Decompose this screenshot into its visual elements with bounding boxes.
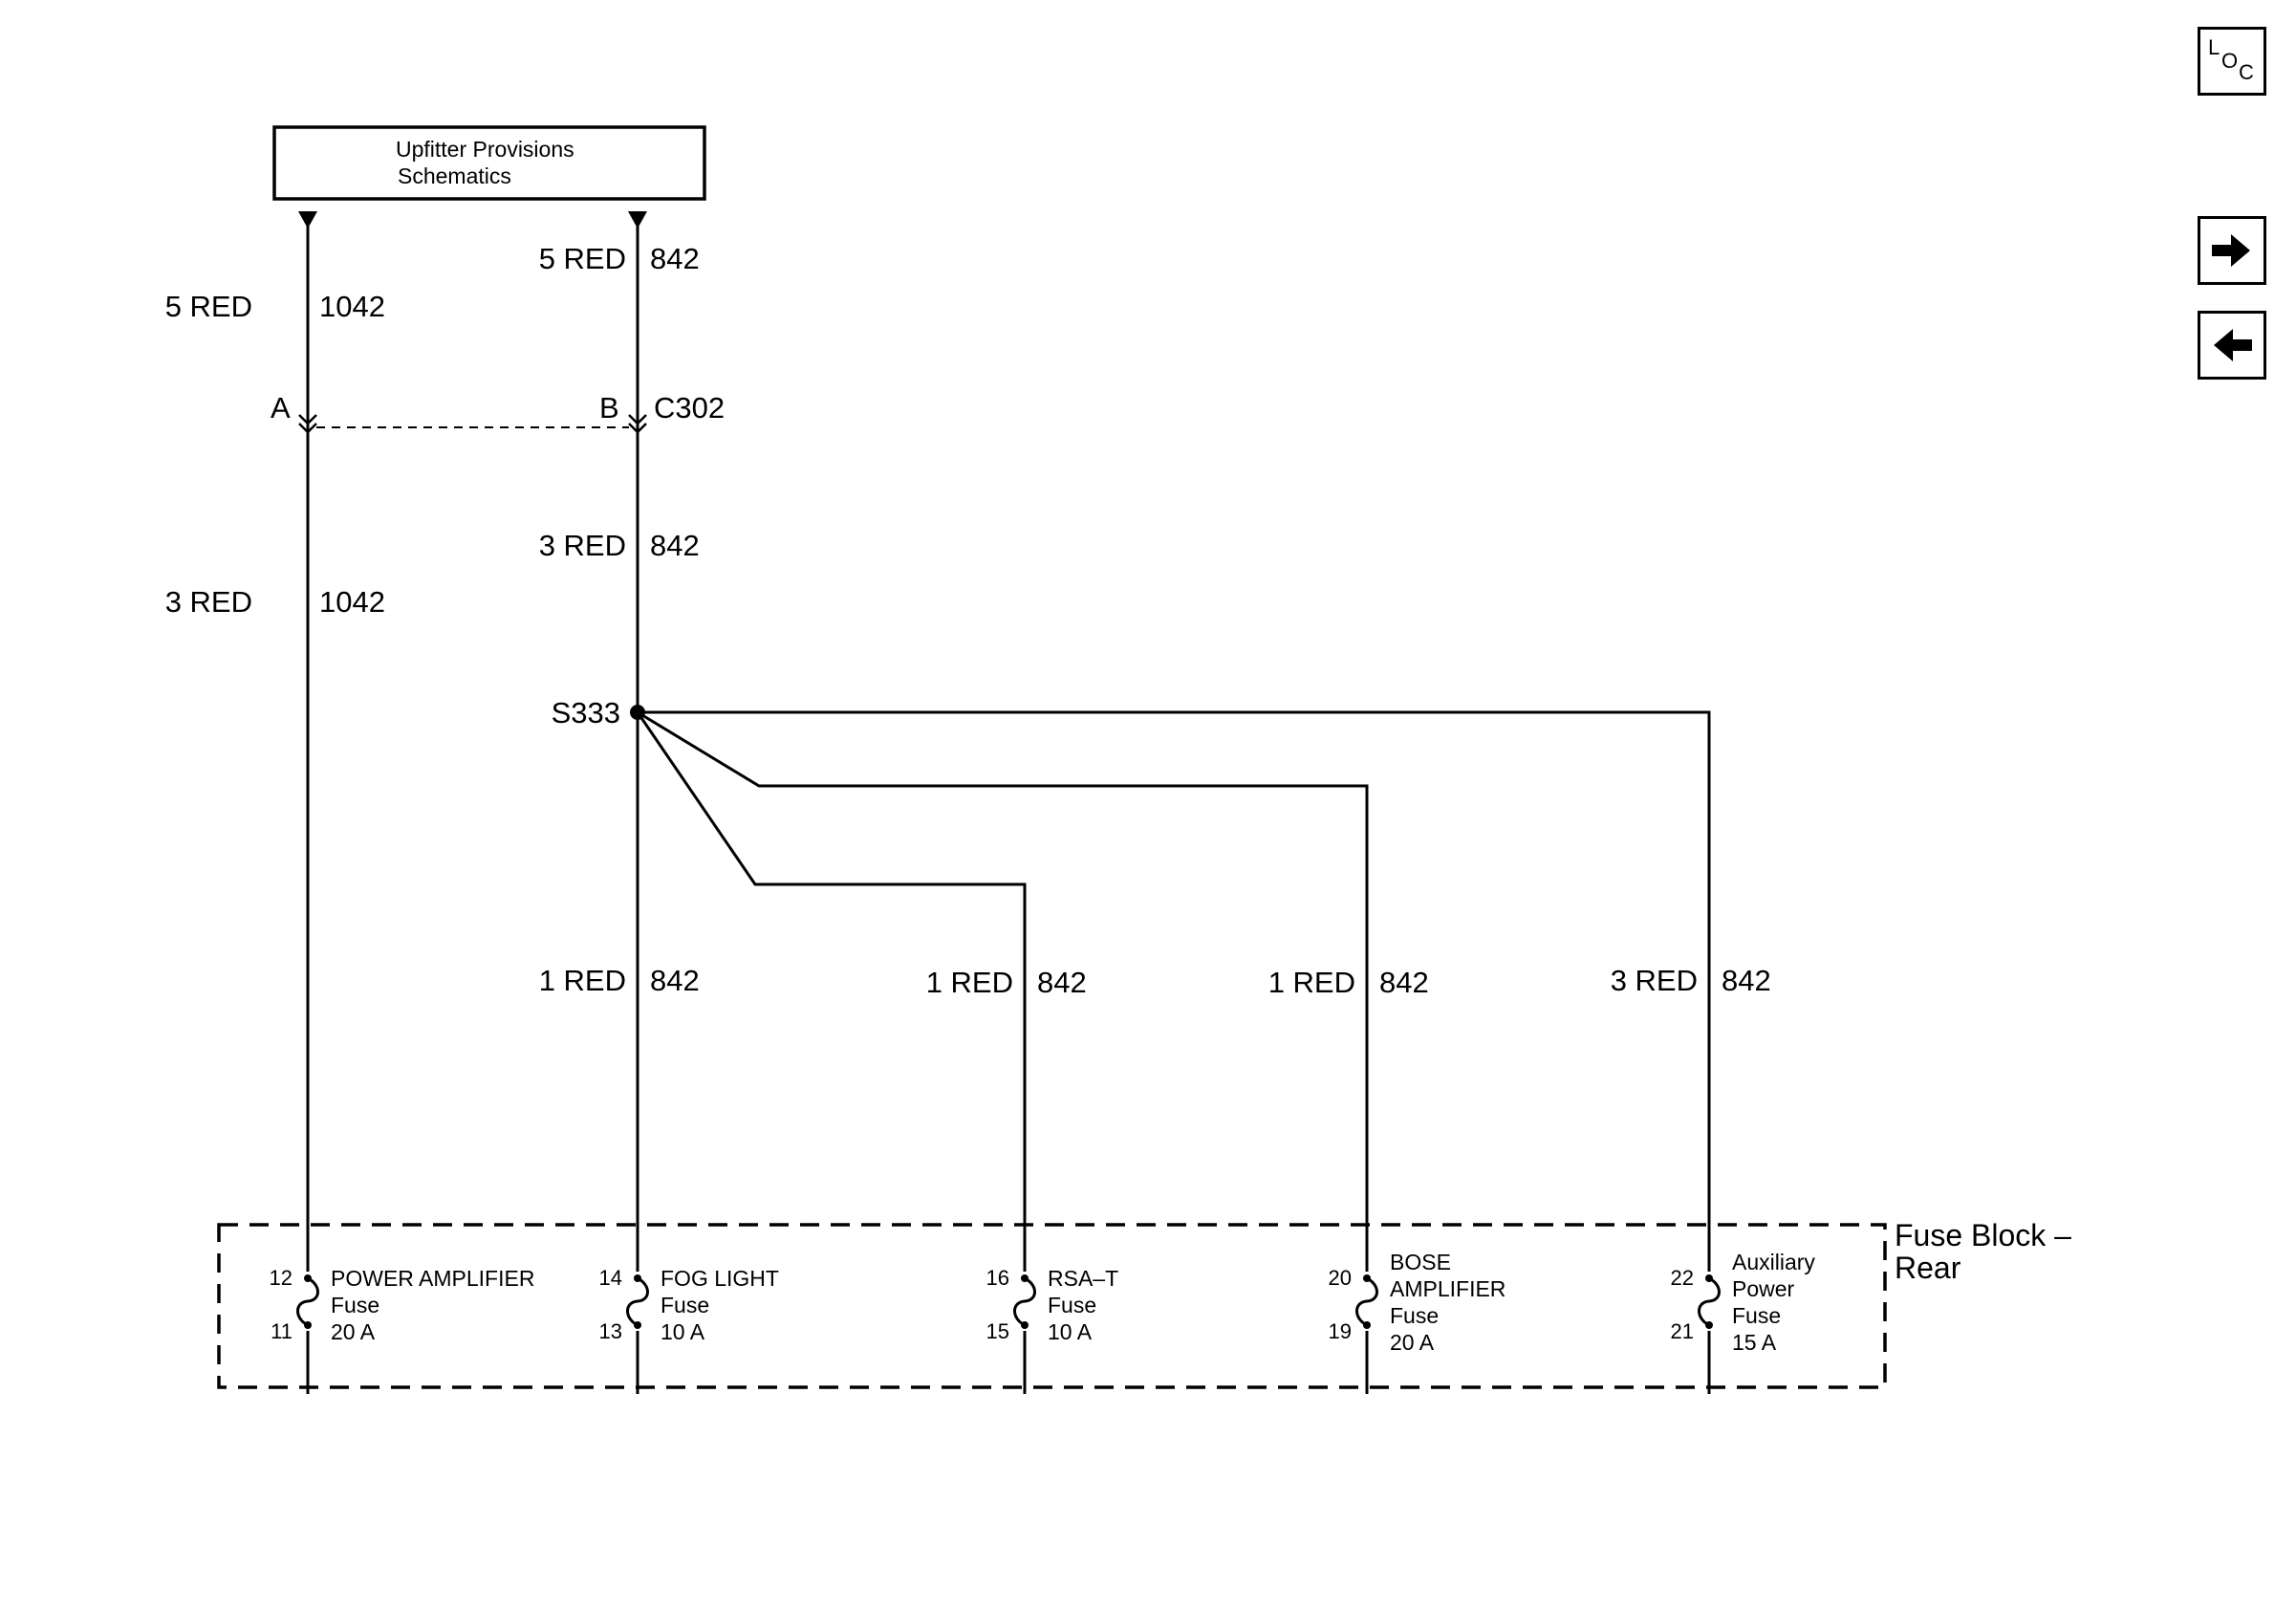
loc-icon: L O C xyxy=(2208,35,2254,84)
fuse-power-amplifier xyxy=(296,1272,319,1331)
prev-button[interactable] xyxy=(2198,311,2266,380)
fuse4-line3: Fuse xyxy=(1390,1303,1439,1328)
fuse5-pin-in: 22 xyxy=(1671,1266,1694,1290)
fuse5-line1: Auxiliary xyxy=(1732,1250,1815,1274)
fuse4-pin-in: 20 xyxy=(1329,1266,1352,1290)
wire-circuit-left-top: 1042 xyxy=(319,290,385,323)
wire-gauge-branch2: 1 RED xyxy=(926,966,1013,999)
loc-button[interactable]: L O C xyxy=(2198,27,2266,96)
fuse3-line3: 10 A xyxy=(1048,1319,1093,1344)
fuse1-pin-in: 12 xyxy=(270,1266,292,1290)
header-box-line1: Upfitter Provisions xyxy=(396,137,574,162)
wire-circuit-mid-middle: 842 xyxy=(650,529,700,562)
wire-circuit-mid-top: 842 xyxy=(650,242,700,275)
fuse5-pin-out: 21 xyxy=(1671,1319,1694,1343)
fuse1-line3: 20 A xyxy=(331,1319,376,1344)
wire-branch-bose xyxy=(637,710,1369,1394)
fuse5-line3: Fuse xyxy=(1732,1303,1781,1328)
fuse3-pin-in: 16 xyxy=(986,1266,1009,1290)
fuse-block-outline xyxy=(217,1223,1887,1389)
wire-circuit-branch1: 842 xyxy=(650,964,700,997)
fuse-block-label-line1: Fuse Block – xyxy=(1895,1218,2071,1252)
fuse5-line2: Power xyxy=(1732,1276,1795,1301)
wire-gauge-branch1: 1 RED xyxy=(539,964,626,997)
arrow-right-icon xyxy=(2212,234,2250,267)
fuse4-line4: 20 A xyxy=(1390,1330,1435,1355)
fuse3-pin-out: 15 xyxy=(986,1319,1009,1343)
wire-gauge-branch4: 3 RED xyxy=(1611,964,1698,997)
header-box-line2: Schematics xyxy=(398,163,511,188)
fuse1-line1: POWER AMPLIFIER xyxy=(331,1266,534,1291)
fuse3-line1: RSA–T xyxy=(1048,1266,1118,1291)
wire-circuit-left-bottom: 1042 xyxy=(319,585,385,619)
svg-text:C: C xyxy=(2239,60,2254,84)
fuse4-line2: AMPLIFIER xyxy=(1390,1276,1505,1301)
svg-text:L: L xyxy=(2208,35,2220,59)
fuse-bose-amplifier xyxy=(1355,1272,1378,1331)
connector-pin-a: A xyxy=(271,391,291,425)
fuse5-line4: 15 A xyxy=(1732,1330,1777,1355)
wire-gauge-branch3: 1 RED xyxy=(1268,966,1355,999)
fuse2-line3: 10 A xyxy=(661,1319,705,1344)
fuse2-pin-in: 14 xyxy=(599,1266,622,1290)
fuse3-line2: Fuse xyxy=(1048,1293,1096,1317)
splice-label: S333 xyxy=(552,696,620,729)
upfitter-provisions-box[interactable] xyxy=(272,125,706,201)
fuse-block-label-line2: Rear xyxy=(1895,1251,1961,1285)
connector-name: C302 xyxy=(654,391,725,425)
wire-gauge-left-bottom: 3 RED xyxy=(165,585,252,619)
connector-c302 xyxy=(298,414,647,434)
fuse2-pin-out: 13 xyxy=(599,1319,622,1343)
svg-text:O: O xyxy=(2221,49,2238,73)
wire-circuit-branch4: 842 xyxy=(1722,964,1771,997)
fuse4-line1: BOSE xyxy=(1390,1250,1451,1274)
arrow-left-icon xyxy=(2214,329,2252,361)
fuse1-pin-out: 11 xyxy=(271,1319,292,1343)
wire-branch-rsa xyxy=(636,711,1027,1394)
wire-gauge-left-top: 5 RED xyxy=(165,290,252,323)
wire-gauge-mid-middle: 3 RED xyxy=(539,529,626,562)
next-button[interactable] xyxy=(2198,216,2266,285)
wire-circuit-branch3: 842 xyxy=(1379,966,1429,999)
fuse1-line2: Fuse xyxy=(331,1293,379,1317)
fuse-auxiliary-power xyxy=(1698,1272,1721,1331)
fuse-fog-light xyxy=(626,1272,649,1331)
fuse-rsa-t xyxy=(1013,1272,1036,1331)
fuse4-pin-out: 19 xyxy=(1329,1319,1352,1343)
fuse2-line2: Fuse xyxy=(661,1293,709,1317)
fuse2-line1: FOG LIGHT xyxy=(661,1266,779,1291)
wire-gauge-mid-top: 5 RED xyxy=(539,242,626,275)
wire-circuit-branch2: 842 xyxy=(1037,966,1087,999)
wire-branch-aux xyxy=(638,710,1711,1394)
connector-pin-b: B xyxy=(599,391,619,425)
